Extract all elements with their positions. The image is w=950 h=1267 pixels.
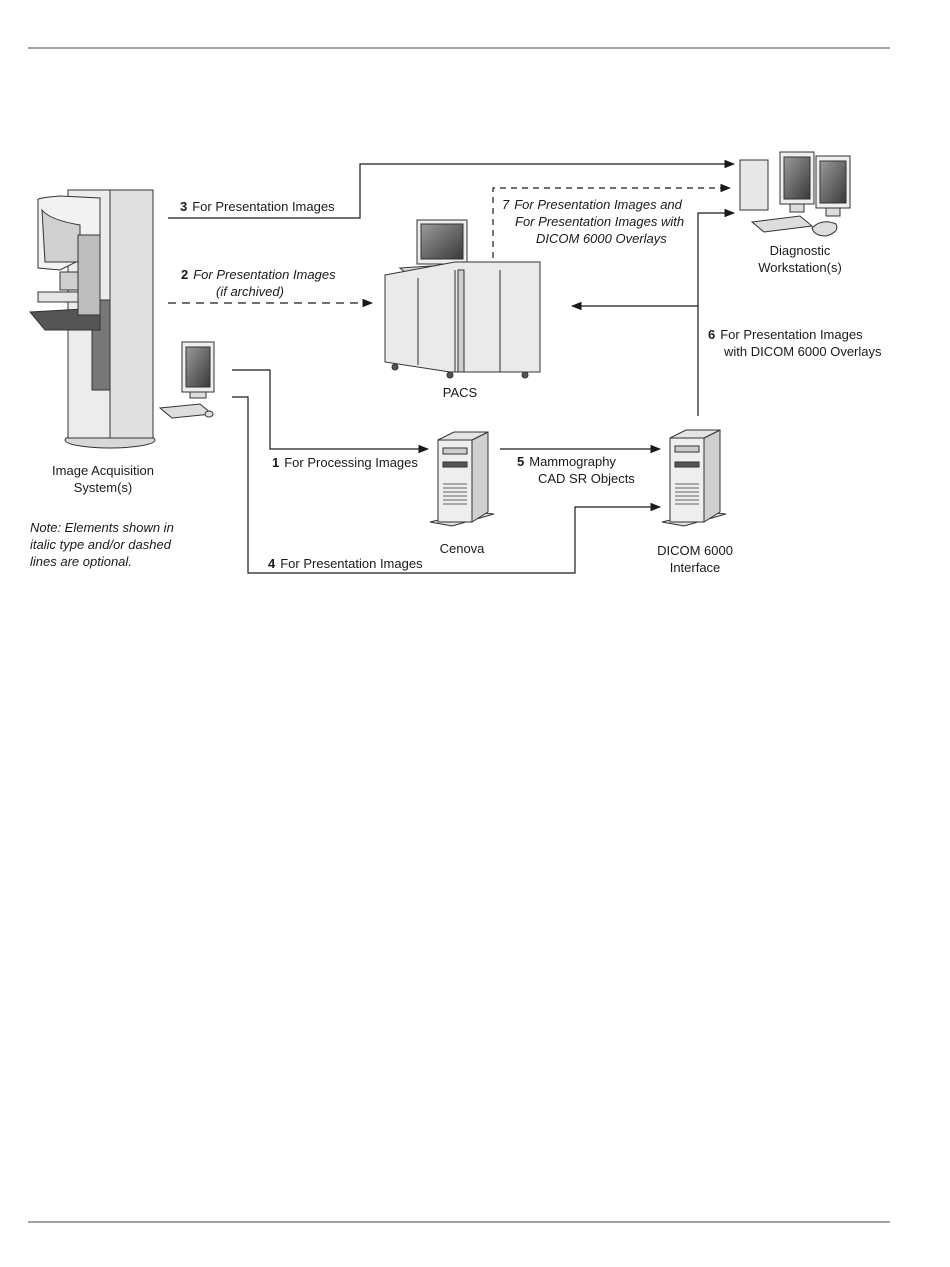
- flow-6-subtext: with DICOM 6000 Overlays: [724, 344, 882, 359]
- flow-5-text: Mammography: [529, 454, 616, 469]
- flow-7-subtext: For Presentation Images with: [515, 214, 685, 229]
- flow-4-label: 4 For Presentation Images: [268, 555, 423, 572]
- flow-2-number: 2: [181, 267, 189, 282]
- flow-2-label: 2 For Presentation Images: [181, 266, 336, 283]
- flow-5-label: 5 Mammography: [517, 453, 616, 470]
- flow-6-line-to-workstation: [697, 208, 736, 416]
- pacs-server-icon: [384, 219, 541, 379]
- flow-6-text: For Presentation Images: [720, 327, 863, 342]
- flow-7-line: [492, 183, 732, 258]
- flow-3-text: For Presentation Images: [192, 199, 335, 214]
- acquisition-label: Image Acquisition System(s): [52, 463, 154, 495]
- flow-1-number: 1: [272, 455, 280, 470]
- flow-4-line: [232, 396, 662, 574]
- cenova-label: Cenova: [439, 541, 485, 556]
- acquisition-monitor-icon: [158, 341, 215, 419]
- flow-4-number: 4: [268, 556, 276, 571]
- flow-3-number: 3: [180, 199, 188, 214]
- flow-7-text: For Presentation Images and: [514, 197, 682, 212]
- flow-7-label: 7 For Presentation Images and: [502, 196, 682, 213]
- flow-5-subtext: CAD SR Objects: [538, 471, 635, 486]
- flow-2-text: For Presentation Images: [193, 267, 336, 282]
- diagnostic-workstation-icon: [739, 151, 851, 237]
- flow-1-line: [232, 369, 430, 454]
- pacs-label: PACS: [442, 385, 478, 400]
- cenova-server-icon: [429, 431, 495, 527]
- flow-7-number: 7: [502, 197, 510, 212]
- flow-4-text: For Presentation Images: [280, 556, 423, 571]
- flow-1-label: 1 For Processing Images: [272, 454, 418, 471]
- dicom-interface-label: DICOM 6000 Interface: [657, 543, 733, 575]
- flow-2-subtext: (if archived): [216, 284, 284, 299]
- flow-6-number: 6: [708, 327, 716, 342]
- optional-note: Note: Elements shown in italic type and/…: [30, 520, 174, 569]
- flow-5-number: 5: [517, 454, 525, 469]
- workstation-label: Diagnostic Workstation(s): [758, 243, 842, 275]
- flow-3-label: 3 For Presentation Images: [180, 198, 335, 215]
- flow-7-subtext-2: DICOM 6000 Overlays: [536, 231, 667, 246]
- flow-6-label: 6 For Presentation Images: [708, 326, 863, 343]
- dicom-interface-server-icon: [661, 429, 727, 527]
- flow-1-text: For Processing Images: [284, 455, 418, 470]
- mammography-unit-icon: [28, 189, 156, 449]
- flow-3-line: [168, 159, 736, 219]
